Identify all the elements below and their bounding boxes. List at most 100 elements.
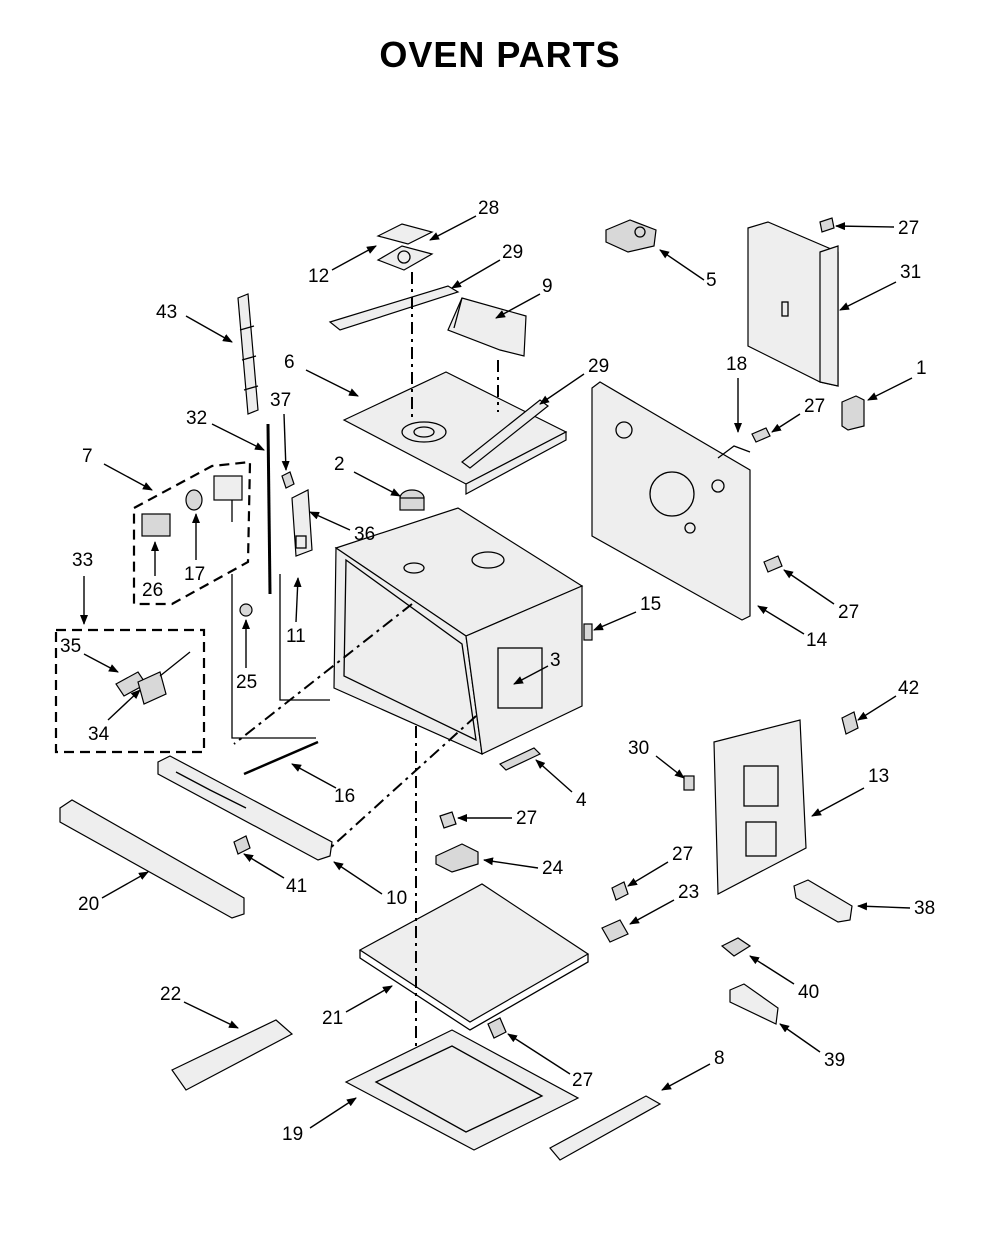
callout-34: 34 xyxy=(88,689,141,745)
callout-label-29-upper: 29 xyxy=(502,242,523,263)
callout-label-15: 15 xyxy=(640,594,661,615)
callout-19: 19 xyxy=(282,1097,357,1145)
callout-label-11: 11 xyxy=(286,626,306,647)
callout-label-43: 43 xyxy=(156,302,177,323)
part-23-bracket xyxy=(601,919,629,943)
part-5-switch xyxy=(605,219,657,253)
callout-25: 25 xyxy=(236,619,257,693)
callout-27-right: 27 xyxy=(627,844,693,887)
callout-label-2: 2 xyxy=(334,454,345,475)
part-22-bracket xyxy=(171,1019,294,1091)
part-33-kit-group xyxy=(54,628,206,754)
callout-label-30: 30 xyxy=(628,738,649,759)
callout-label-10: 10 xyxy=(386,888,407,909)
part-13-side-panel xyxy=(713,719,807,895)
callout-label-37: 37 xyxy=(270,390,291,411)
callout-label-17: 17 xyxy=(184,564,205,585)
callout-label-25: 25 xyxy=(236,672,257,693)
part-30-clip xyxy=(683,775,695,791)
callout-29-lower: 29 xyxy=(539,356,609,405)
part-8-bracket xyxy=(549,1095,662,1161)
callout-18: 18 xyxy=(726,354,747,433)
callout-label-27-right: 27 xyxy=(672,844,693,865)
part-41-screw xyxy=(233,835,251,855)
callout-label-40: 40 xyxy=(798,982,819,1003)
callout-label-28: 28 xyxy=(478,198,499,219)
part-7-kit-group xyxy=(132,460,252,606)
part-1-bracket xyxy=(841,395,865,431)
callout-label-6: 6 xyxy=(284,352,295,373)
callout-label-4: 4 xyxy=(576,790,587,811)
callout-label-14: 14 xyxy=(806,630,828,651)
callout-13: 13 xyxy=(811,766,889,817)
callout-20: 20 xyxy=(78,871,149,915)
callout-22: 22 xyxy=(160,984,239,1029)
callout-28: 28 xyxy=(429,198,499,241)
callout-26: 26 xyxy=(142,541,163,601)
part-25-grommet xyxy=(239,603,253,617)
callout-14: 14 xyxy=(757,605,828,651)
callout-label-35: 35 xyxy=(60,636,81,657)
callout-7: 7 xyxy=(82,446,153,491)
callout-27-rear: 27 xyxy=(771,396,825,433)
part-19-bottom-cover xyxy=(344,1029,580,1151)
part-26-label xyxy=(141,513,171,537)
part-27-screw-rear xyxy=(751,427,771,443)
part-14-rear-panel xyxy=(591,381,751,621)
callout-label-19: 19 xyxy=(282,1124,303,1145)
callout-27-center: 27 xyxy=(457,808,537,829)
oven-cavity xyxy=(333,507,584,755)
part-2-fan-motor xyxy=(399,489,425,511)
callout-40: 40 xyxy=(749,955,819,1003)
part-42-plate xyxy=(841,711,859,735)
callout-35: 35 xyxy=(60,636,119,673)
callout-label-33: 33 xyxy=(72,550,93,571)
part-15-clip xyxy=(583,623,593,641)
callout-30: 30 xyxy=(628,738,685,779)
part-4-hinge xyxy=(498,747,542,771)
part-24-bracket xyxy=(435,843,479,873)
callout-8: 8 xyxy=(661,1048,725,1091)
callout-41: 41 xyxy=(243,853,307,897)
callout-3: 3 xyxy=(513,650,561,685)
callout-label-27-top: 27 xyxy=(898,218,919,239)
part-40-clip xyxy=(720,937,752,957)
part-18-wire xyxy=(717,445,751,459)
part-6-top-panel xyxy=(342,371,568,496)
part-17-knob xyxy=(185,489,203,511)
callout-label-27-rear-lower: 27 xyxy=(838,602,859,623)
part-34-probe xyxy=(137,651,191,705)
part-16-rod xyxy=(243,740,319,776)
callout-label-3: 3 xyxy=(550,650,561,671)
callout-11: 11 xyxy=(286,577,306,647)
callout-label-42: 42 xyxy=(898,678,919,699)
callout-label-41: 41 xyxy=(286,876,307,897)
callout-31: 31 xyxy=(839,262,921,311)
callout-label-22: 22 xyxy=(160,984,181,1005)
callout-10: 10 xyxy=(333,861,407,909)
callout-42: 42 xyxy=(857,678,919,721)
callout-27-top: 27 xyxy=(835,218,919,239)
callout-label-27-rear: 27 xyxy=(804,396,825,417)
part-28-bracket xyxy=(376,223,434,245)
callout-6: 6 xyxy=(284,352,359,397)
callout-5: 5 xyxy=(659,249,717,291)
callout-2: 2 xyxy=(334,454,401,497)
part-43-side-strip xyxy=(237,293,259,415)
callout-38: 38 xyxy=(857,898,935,919)
callout-label-23: 23 xyxy=(678,882,699,903)
part-27-screw-rear-lower xyxy=(763,555,783,573)
callout-17: 17 xyxy=(184,513,205,585)
callout-label-16: 16 xyxy=(334,786,355,807)
callout-label-9: 9 xyxy=(542,276,553,297)
callout-21: 21 xyxy=(322,985,393,1029)
callout-label-31: 31 xyxy=(900,262,921,283)
diagram-title: OVEN PARTS xyxy=(379,34,621,75)
part-29-upper-strip xyxy=(328,285,460,331)
callout-32: 32 xyxy=(186,408,265,451)
part-31-rear-cover xyxy=(747,221,839,387)
callout-label-5: 5 xyxy=(706,270,717,291)
callout-label-1: 1 xyxy=(916,358,927,379)
callout-label-7: 7 xyxy=(82,446,93,467)
